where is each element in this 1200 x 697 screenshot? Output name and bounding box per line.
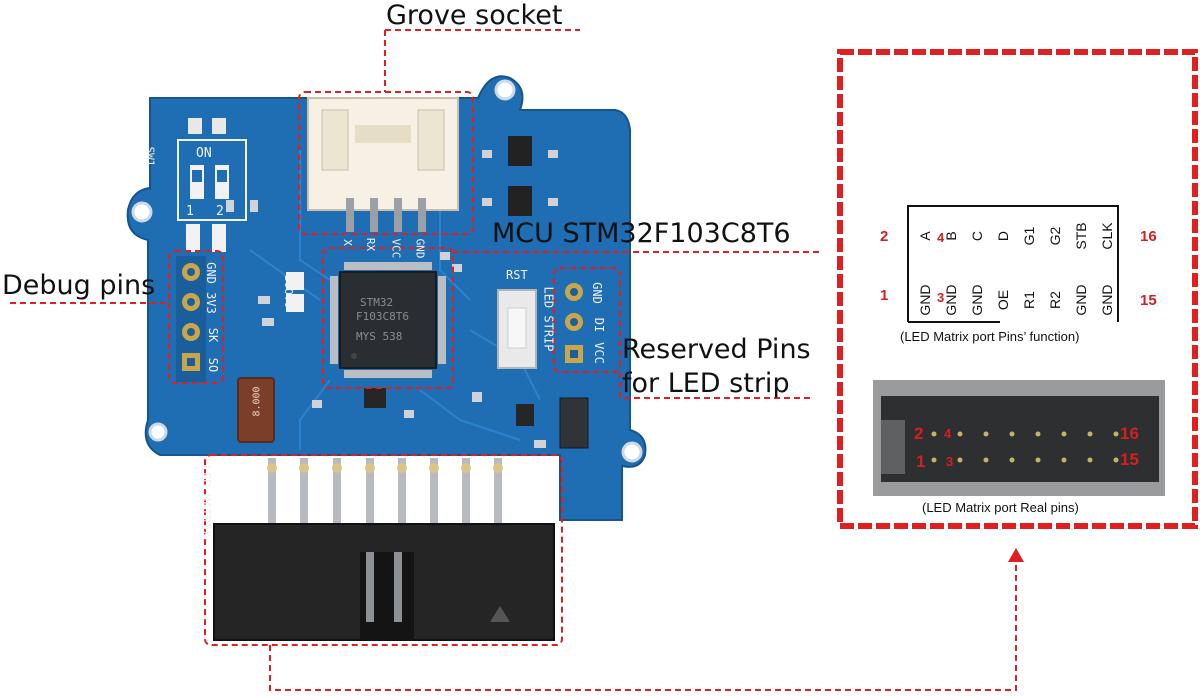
- pin-fn-bottom-r2: R2: [1047, 291, 1063, 309]
- chip-marking-2: F103C8T6: [356, 310, 409, 323]
- pin-fn-bottom-gnd1: GND: [917, 284, 933, 316]
- debug-pin-3v3: 3V3: [203, 292, 218, 314]
- led-strip-pin-vcc: VCC: [591, 342, 606, 364]
- pin-fn-top-c: C: [969, 230, 985, 242]
- dip-switch: [177, 139, 247, 221]
- led-strip-highlight: [553, 267, 621, 373]
- pin-fn-top-clk: CLK: [1099, 222, 1115, 250]
- silk-on: ON: [196, 146, 212, 161]
- crystal-marking: 8.000: [251, 386, 263, 417]
- real-pin-1: 1: [916, 452, 926, 471]
- real-pin-2: 2: [914, 424, 924, 443]
- pin-fn-bottom-gnd2: GND: [943, 284, 959, 316]
- grove-pin-vcc: VCC: [389, 238, 403, 259]
- pin-fn-top-b: B: [943, 231, 959, 241]
- grove-pin-rx: RX: [364, 237, 378, 252]
- silk-sw-num1: 1: [186, 204, 194, 219]
- pin-num-3: 3: [937, 290, 945, 305]
- debug-pin-gnd: GND: [203, 262, 218, 284]
- led-strip-title: LED STRIP: [541, 286, 556, 352]
- pin-num-4: 4: [937, 230, 945, 245]
- pin-fn-bottom-gnd7: GND: [1073, 284, 1089, 316]
- grove-pin-gnd: GND: [413, 238, 427, 259]
- pin-fn-bottom-oe: OE: [995, 289, 1011, 311]
- real-pin-4: 4: [944, 426, 952, 441]
- grove-pin-x: X: [340, 239, 354, 246]
- real-pins-caption: (LED Matrix port Real pins): [922, 500, 1079, 515]
- pin-fn-top-d: D: [995, 230, 1011, 242]
- debug-pin-sk: SK: [206, 327, 221, 343]
- pin-fn-top-g1: G1: [1021, 226, 1037, 246]
- silk-rst: RST: [506, 268, 528, 282]
- chip-marking-1: STM32: [360, 296, 394, 309]
- reserved-pins-label-1: Reserved Pins: [622, 334, 811, 365]
- pin-fn-top-a: A: [917, 231, 933, 241]
- debug-pins-label: Debug pins: [2, 270, 156, 301]
- led-strip-pin-gnd: GND: [589, 282, 604, 304]
- pin-fn-bottom-r1: R1: [1021, 291, 1037, 309]
- pin-fn-top-stb: STB: [1073, 222, 1089, 250]
- real-pin-15: 15: [1120, 450, 1139, 469]
- pin-num-15: 15: [1140, 292, 1157, 309]
- led-matrix-highlight: [204, 454, 563, 646]
- reserved-pins-label-2: for LED strip: [622, 368, 790, 399]
- silk-sw1: SW1: [143, 146, 157, 167]
- mcu-chip: [339, 271, 437, 369]
- mcu-label: MCU STM32F103C8T6: [492, 218, 791, 249]
- pin-fn-top-g2: G2: [1047, 226, 1063, 246]
- led-strip-pin-di: DI: [592, 317, 607, 333]
- mcu-highlight: [322, 247, 454, 389]
- real-pin-3: 3: [946, 454, 954, 469]
- pin-num-2: 2: [880, 228, 889, 245]
- chip-marking-3: MYS 538: [356, 330, 403, 343]
- pin-function-caption: (LED Matrix port Pins’ function): [900, 329, 1080, 344]
- debug-pin-so: SO: [206, 357, 221, 373]
- led-matrix-silk: LED_MATRIX: [199, 464, 214, 538]
- pin-fn-bottom-gnd8: GND: [1099, 284, 1115, 316]
- real-pin-16: 16: [1120, 424, 1139, 443]
- pin-fn-bottom-gnd3: GND: [969, 284, 985, 316]
- silk-sw-num2: 2: [216, 204, 224, 219]
- pin-num-16: 16: [1140, 228, 1157, 245]
- grove-socket-label: Grove socket: [386, 0, 563, 31]
- crystal: [237, 377, 275, 443]
- silk-boot0: BOOT0: [282, 275, 295, 309]
- pin-num-1: 1: [880, 287, 889, 304]
- debug-pins-highlight: [168, 250, 224, 384]
